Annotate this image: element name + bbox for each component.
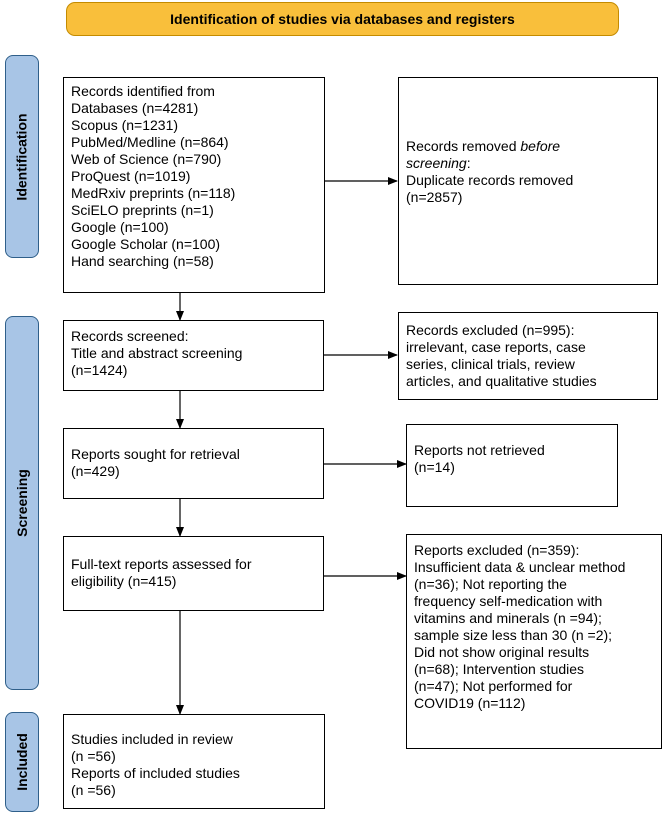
studies-included-line: (n =56) — [71, 748, 116, 764]
reports-not-retrieved-line: Reports not retrieved — [414, 442, 545, 458]
reports-excluded-line: (n=68); Intervention studies — [414, 661, 585, 677]
reports-excluded-box: Reports excluded (n=359): Insufficient d… — [406, 534, 662, 749]
reports-sought-line: (n=429) — [71, 463, 120, 479]
reports-excluded-line: (n=36); Not reporting the — [414, 576, 567, 592]
records-removed-count: (n=2857) — [406, 189, 463, 205]
phase-included: Included — [5, 712, 39, 812]
reports-excluded-line: sample size less than 30 (n =2); — [414, 627, 613, 643]
records-identified-line: SciELO preprints (n=1) — [71, 202, 214, 218]
records-excluded-line: irrelevant, case reports, case — [406, 339, 586, 355]
reports-assessed-line: Full-text reports assessed for — [71, 556, 252, 572]
records-identified-line: Scopus (n=1231) — [71, 117, 179, 133]
studies-included-box: Studies included in review (n =56) Repor… — [63, 714, 325, 809]
records-screened-box: Records screened: Title and abstract scr… — [63, 320, 324, 391]
records-identified-line: Google (n=100) — [71, 219, 169, 235]
studies-included-line: Reports of included studies — [71, 765, 240, 781]
records-removed-box: Records removed before screening: Duplic… — [398, 77, 658, 285]
records-excluded-box: Records excluded (n=995): irrelevant, ca… — [398, 312, 658, 400]
studies-included-line: Studies included in review — [71, 731, 233, 747]
records-removed-text: Duplicate records removed — [406, 172, 574, 188]
reports-sought-box: Reports sought for retrieval (n=429) — [63, 428, 324, 499]
reports-assessed-line: eligibility (n=415) — [71, 573, 177, 589]
records-identified-line: PubMed/Medline (n=864) — [71, 134, 229, 150]
studies-included-line: (n =56) — [71, 782, 116, 798]
reports-excluded-line: vitamins and minerals (n =94); — [414, 610, 602, 626]
records-removed-text: : — [466, 155, 471, 171]
reports-assessed-box: Full-text reports assessed for eligibili… — [63, 536, 324, 611]
records-screened-line: Title and abstract screening — [71, 345, 243, 361]
reports-excluded-line: frequency self-medication with — [414, 593, 603, 609]
records-identified-line: MedRxiv preprints (n=118) — [71, 185, 236, 201]
reports-excluded-line: Did not show original results — [414, 644, 590, 660]
records-identified-box: Records identified from Databases (n=428… — [63, 77, 325, 293]
reports-sought-line: Reports sought for retrieval — [71, 446, 240, 462]
reports-excluded-line: Reports excluded (n=359): — [414, 542, 580, 558]
records-excluded-line: Records excluded (n=995): — [406, 322, 575, 338]
records-identified-line: ProQuest (n=1019) — [71, 168, 191, 184]
reports-excluded-line: COVID19 (n=112) — [414, 695, 526, 711]
records-identified-line: Web of Science (n=790) — [71, 151, 222, 167]
records-excluded-line: articles, and qualitative studies — [406, 373, 597, 389]
phase-screening: Screening — [5, 316, 39, 690]
records-removed-emphasis: before — [520, 138, 561, 154]
reports-excluded-line: Insufficient data & unclear method — [414, 559, 626, 575]
records-identified-line: Databases (n=4281) — [71, 100, 199, 116]
flow-header: Identification of studies via databases … — [66, 2, 619, 36]
reports-not-retrieved-box: Reports not retrieved (n=14) — [406, 424, 618, 507]
records-screened-line: Records screened: — [71, 328, 189, 344]
records-excluded-line: series, clinical trials, review — [406, 356, 575, 372]
phase-identification: Identification — [5, 55, 39, 258]
records-identified-line: Records identified from — [71, 83, 215, 99]
records-identified-line: Hand searching (n=58) — [71, 253, 214, 269]
records-identified-line: Google Scholar (n=100) — [71, 236, 221, 252]
reports-excluded-line: (n=47); Not performed for — [414, 678, 573, 694]
records-removed-text: Records removed — [406, 138, 521, 154]
records-removed-emphasis: screening — [406, 155, 467, 171]
reports-not-retrieved-line: (n=14) — [414, 459, 455, 475]
header-title: Identification of studies via databases … — [170, 11, 515, 27]
records-screened-line: (n=1424) — [71, 362, 128, 378]
